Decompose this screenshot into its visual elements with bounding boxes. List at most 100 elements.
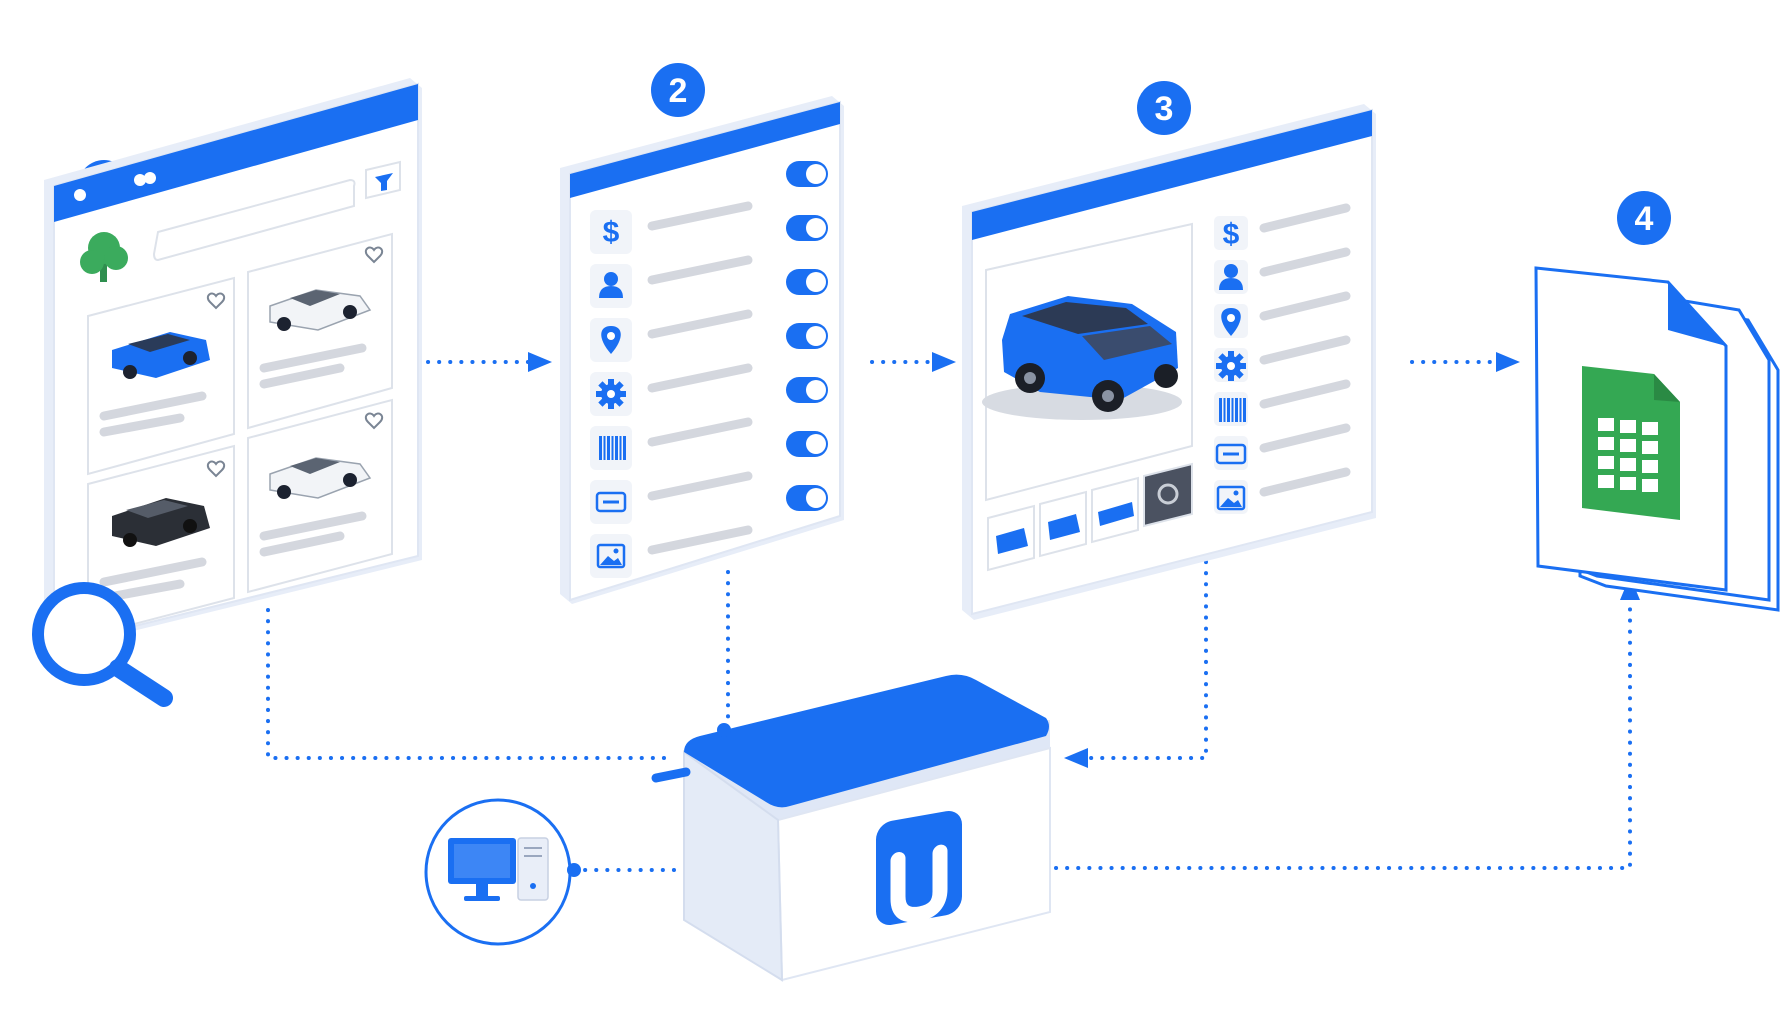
window-controls <box>74 172 156 201</box>
barcode-icon <box>590 426 632 470</box>
filter-button[interactable] <box>365 160 401 200</box>
black-suv-image <box>112 498 210 547</box>
gear-icon <box>1214 348 1248 382</box>
blue-suv-main-image <box>982 296 1182 420</box>
user-icon <box>1214 260 1248 294</box>
field-label-placeholder <box>647 417 753 447</box>
thumbnail[interactable] <box>1143 462 1193 528</box>
field-toggle[interactable] <box>786 215 828 241</box>
step-badge-2: 2 <box>651 63 705 117</box>
arrowhead-3-to-4 <box>1496 352 1520 372</box>
white-sedan-image <box>269 457 372 499</box>
field-label-placeholder <box>647 471 753 501</box>
thumbnail[interactable] <box>987 504 1035 572</box>
arrowhead-step3-to-box <box>1064 748 1088 768</box>
license-plate-icon <box>1214 436 1248 470</box>
thumbnail[interactable] <box>1091 476 1139 544</box>
detail-field-rows: $ <box>1214 203 1351 514</box>
field-toggle[interactable] <box>786 485 828 511</box>
detail-field-row <box>1214 335 1351 382</box>
field-row <box>590 363 753 416</box>
detail-value-placeholder <box>1259 203 1351 233</box>
search-input[interactable] <box>152 178 356 262</box>
detail-value-placeholder <box>1259 247 1351 277</box>
arrowhead-1-to-2 <box>528 352 552 372</box>
step-number: 2 <box>669 72 688 110</box>
location-pin-icon <box>590 318 632 362</box>
field-toggle[interactable] <box>786 269 828 295</box>
detail-value-placeholder <box>1259 423 1351 453</box>
listing-card[interactable] <box>247 232 393 430</box>
detail-field-row: $ <box>1214 203 1351 251</box>
field-row <box>590 471 753 524</box>
svg-text:$: $ <box>603 216 620 249</box>
license-plate-icon <box>590 480 632 524</box>
link-step3-to-box <box>1076 560 1208 760</box>
detail-field-row <box>1214 379 1351 426</box>
field-row <box>590 525 753 578</box>
panel-detail-page <box>962 104 1376 620</box>
detail-field-row <box>1214 467 1351 514</box>
magnifier-icon <box>32 582 173 707</box>
detail-field-row <box>1214 291 1351 338</box>
tree-logo-icon <box>80 232 128 282</box>
link-step1-to-box <box>266 608 666 760</box>
blue-suv-image <box>112 332 210 379</box>
panel-header-bar <box>570 102 840 198</box>
listing-card[interactable] <box>247 398 393 594</box>
spreadsheet-file-icon <box>1534 266 1780 612</box>
browser-header-bar <box>54 84 418 222</box>
field-label-placeholder <box>647 201 753 231</box>
image-icon <box>590 534 632 578</box>
field-row <box>590 255 753 308</box>
field-label-placeholder <box>647 363 753 393</box>
detail-value-placeholder <box>1259 335 1351 365</box>
processing-box <box>651 674 1051 982</box>
detail-field-row <box>1214 247 1351 294</box>
dollar-icon: $ <box>590 210 632 254</box>
field-toggle[interactable] <box>786 323 828 349</box>
dollar-icon: $ <box>1214 216 1248 251</box>
step-number: 4 <box>1635 200 1654 238</box>
detail-field-row <box>1214 423 1351 470</box>
step-badge-3: 3 <box>1137 81 1191 135</box>
panel-listings <box>44 78 422 650</box>
gear-icon <box>590 372 632 416</box>
detail-value-placeholder <box>1259 291 1351 321</box>
field-row <box>590 309 753 362</box>
svg-text:$: $ <box>1223 218 1240 251</box>
sheet-grid-icon <box>1582 366 1680 520</box>
listing-card[interactable] <box>87 444 235 638</box>
field-toggle[interactable] <box>786 377 828 403</box>
user-icon <box>590 264 632 308</box>
detail-value-placeholder <box>1259 467 1351 497</box>
field-row <box>590 417 753 470</box>
field-label-placeholder <box>647 309 753 339</box>
white-sedan-image <box>269 289 372 331</box>
thumbnail-strip <box>987 462 1193 572</box>
field-toggle[interactable] <box>786 431 828 457</box>
arrowhead-2-to-3 <box>932 352 956 372</box>
favorite-heart-icon[interactable] <box>206 460 226 478</box>
location-pin-icon <box>1214 304 1248 338</box>
step-number: 3 <box>1155 90 1174 128</box>
link-box-to-step4 <box>1054 598 1632 870</box>
filter-icon <box>375 173 393 191</box>
favorite-heart-icon[interactable] <box>364 246 384 264</box>
image-icon <box>1214 480 1248 514</box>
thumbnail[interactable] <box>1039 490 1087 558</box>
field-row: $ <box>590 201 753 254</box>
field-label-placeholder <box>647 525 753 555</box>
favorite-heart-icon[interactable] <box>206 292 226 310</box>
field-label-placeholder <box>647 255 753 285</box>
field-toggle[interactable] <box>786 161 828 187</box>
favorite-heart-icon[interactable] <box>364 412 384 430</box>
step-badge-4: 4 <box>1617 191 1671 245</box>
app-logo-icon <box>876 810 962 925</box>
listing-card[interactable] <box>87 276 235 476</box>
barcode-icon <box>1214 392 1248 426</box>
computer-icon <box>424 798 581 946</box>
panel-header-bar <box>972 110 1372 240</box>
detail-value-placeholder <box>1259 379 1351 409</box>
